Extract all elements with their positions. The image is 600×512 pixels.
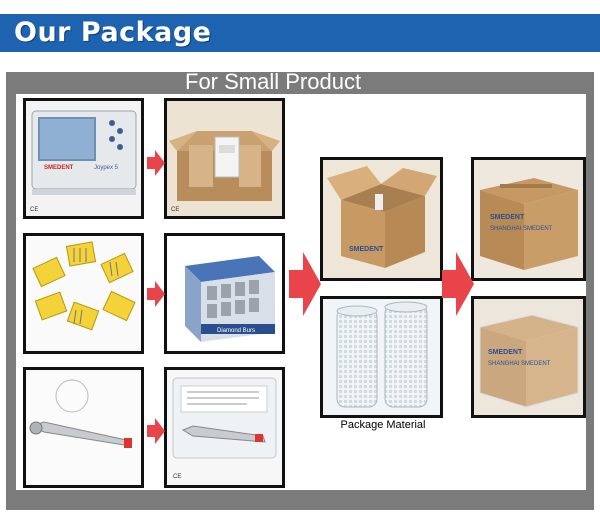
photo-handpiece-in-case: CE [164, 367, 285, 488]
arrow-right-large-icon [289, 252, 321, 316]
wrapped-carton-company: SHANGHAI SMEDENT [488, 361, 551, 367]
device-brand-label: SMEDENT [44, 165, 74, 171]
case-ce-label: CE [173, 474, 182, 480]
package-material-caption: Package Material [340, 419, 426, 431]
photo-handpiece [23, 367, 144, 488]
photo-wrapped-carton: SMEDENT SHANGHAI SMEDENT [471, 296, 586, 418]
arrow-right-large-icon [442, 252, 474, 316]
arrow-right-icon [147, 281, 165, 307]
arrow-right-icon [147, 418, 165, 444]
carton-brand-label: SMEDENT [349, 246, 384, 253]
header-band [0, 14, 600, 52]
page-title: Our Package [14, 17, 212, 48]
sealed-carton-company: SHANGHAI SMEDENT [490, 226, 553, 232]
photo-bur-box: Diamond Burs [164, 233, 285, 354]
photo-apex-locator-device: SMEDENT Joypex 5 CE [23, 98, 144, 219]
wrapped-carton-brand: SMEDENT [488, 349, 523, 356]
arrow-right-icon [147, 150, 165, 176]
section-title: For Small Product [185, 69, 362, 94]
sealed-carton-brand: SMEDENT [490, 214, 525, 221]
photo-bur-sets-yellow [23, 233, 144, 354]
device-ce-label: CE [30, 207, 39, 213]
device-model-label: Joypex 5 [94, 165, 119, 171]
photo-bubble-wrap-rolls [320, 296, 443, 418]
box-ce-label: CE [171, 207, 180, 213]
photo-sealed-carton: SMEDENT SHANGHAI SMEDENT [471, 157, 586, 281]
photo-opened-small-box: CE [164, 98, 285, 219]
photo-open-carton: SMEDENT [320, 157, 443, 281]
bur-box-label: Diamond Burs [217, 328, 256, 334]
